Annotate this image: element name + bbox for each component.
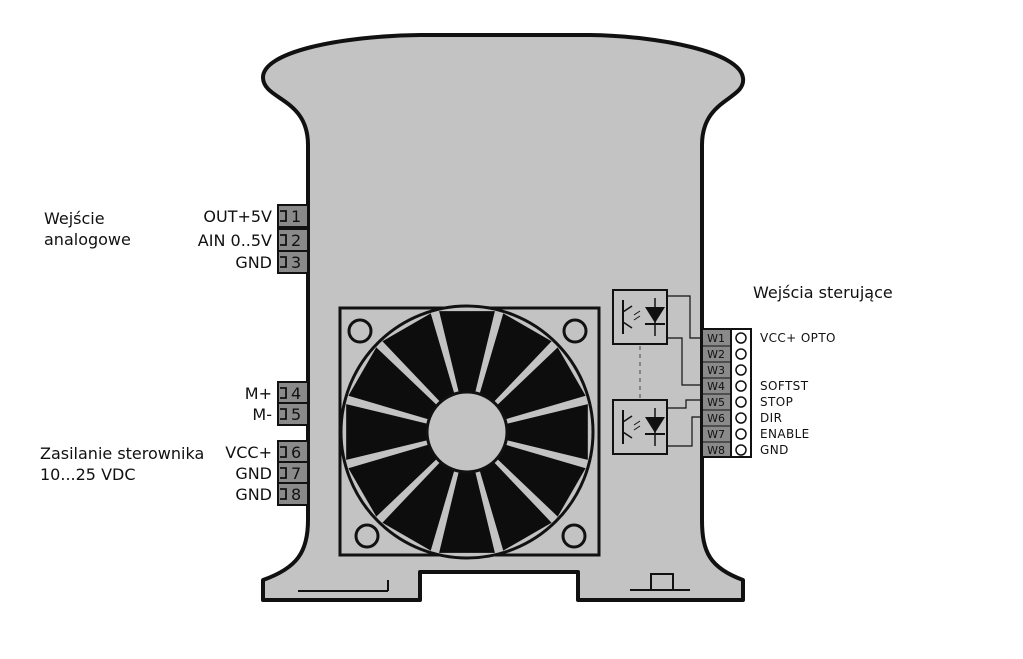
terminal-number: 3: [291, 253, 301, 272]
screw-terminal-icon: [735, 412, 747, 424]
terminal-clip: [280, 387, 287, 399]
control-pin-w6: W6 DIR: [702, 409, 782, 425]
control-pin-label: SOFTST: [760, 379, 809, 393]
fan-blade: [439, 471, 495, 553]
fan-blade: [479, 461, 552, 551]
terminal-pin-4: M+ 4: [245, 381, 309, 405]
terminal-pin-2: AIN 0..5V 2: [198, 228, 309, 252]
control-pin-id: W7: [707, 428, 725, 441]
control-pin-label: VCC+ OPTO: [760, 331, 836, 345]
opto-wiring: [667, 295, 702, 447]
fan-blade: [382, 461, 455, 551]
control-pin-label: DIR: [760, 411, 782, 425]
terminal-pin-6: VCC+ 6: [225, 440, 309, 464]
fan-blade: [496, 444, 586, 517]
terminal-number: 4: [291, 384, 301, 403]
terminal-pin-5: M- 5: [252, 402, 309, 426]
analog-group-title: Wejście: [44, 209, 105, 228]
screw-terminal-icon: [735, 396, 747, 408]
terminal-label: GND: [235, 253, 272, 272]
control-group-title: Wejścia sterujące: [753, 283, 893, 302]
terminal-number: 2: [291, 231, 301, 250]
screw-terminal-icon: [735, 380, 747, 392]
fan-blade: [506, 404, 588, 460]
terminal-pin-7: GND 7: [235, 461, 309, 485]
terminal-label: GND: [235, 464, 272, 483]
fan-blade: [348, 444, 438, 517]
terminal-label: M+: [245, 384, 272, 403]
control-pin-w5: W5 STOP: [702, 393, 793, 409]
terminal-label: OUT+5V: [203, 207, 272, 226]
screw-terminal-icon: [735, 428, 747, 440]
terminal-clip: [280, 234, 287, 246]
fan-blade: [382, 313, 455, 403]
terminal-number: 1: [291, 207, 301, 226]
optocoupler-icon: [612, 399, 668, 455]
control-pin-w7: W7 ENABLE: [702, 425, 810, 441]
control-pin-id: W2: [707, 348, 725, 361]
terminal-clip: [280, 488, 287, 500]
terminal-pin-3: GND 3: [235, 250, 309, 274]
screw-terminal-icon: [735, 444, 747, 456]
power-group-title: Zasilanie sterownika: [40, 444, 204, 463]
control-pin-id: W5: [707, 396, 725, 409]
control-pin-id: W4: [707, 380, 725, 393]
terminal-clip: [280, 446, 287, 458]
control-pin-w2: W2: [702, 345, 747, 361]
control-pin-w3: W3: [702, 361, 747, 377]
terminal-label: M-: [252, 405, 272, 424]
power-group-subtitle: 10...25 VDC: [40, 465, 136, 484]
fan-blade: [346, 404, 428, 460]
terminal-clip: [280, 467, 287, 479]
fan-blade: [439, 311, 495, 393]
screw-terminal-icon: [735, 364, 747, 376]
control-pin-w1: W1 VCC+ OPTO: [707, 331, 836, 345]
control-pin-label: ENABLE: [760, 427, 810, 441]
analog-group-subtitle: analogowe: [44, 230, 131, 249]
terminal-clip: [280, 210, 287, 222]
control-pin-w4: W4 SOFTST: [702, 377, 809, 393]
control-pin-w8: W8 GND: [702, 441, 789, 457]
control-terminal-block: [701, 328, 752, 458]
terminal-clip: [280, 408, 287, 420]
terminal-clip: [280, 256, 287, 268]
fan-blade: [479, 313, 552, 403]
control-pin-id: W1: [707, 332, 725, 345]
control-pin-id: W8: [707, 444, 725, 457]
control-pin-label: STOP: [760, 395, 793, 409]
terminal-label: GND: [235, 485, 272, 504]
control-pin-label: GND: [760, 443, 789, 457]
terminal-number: 8: [291, 485, 301, 504]
optocoupler-icon: [612, 289, 668, 345]
control-pin-id: W6: [707, 412, 725, 425]
terminal-number: 5: [291, 405, 301, 424]
terminal-label: VCC+: [225, 443, 272, 462]
terminal-pin-1: OUT+5V 1: [203, 204, 309, 228]
terminal-pin-8: GND 8: [235, 482, 309, 506]
fan-blade: [496, 347, 586, 420]
screw-terminal-icon: [735, 332, 747, 344]
control-pin-id: W3: [707, 364, 725, 377]
fan-blade: [348, 347, 438, 420]
terminal-number: 6: [291, 443, 301, 462]
screw-terminal-icon: [735, 348, 747, 360]
fan-icon: [338, 304, 601, 560]
terminal-label: AIN 0..5V: [198, 231, 272, 250]
terminal-number: 7: [291, 464, 301, 483]
